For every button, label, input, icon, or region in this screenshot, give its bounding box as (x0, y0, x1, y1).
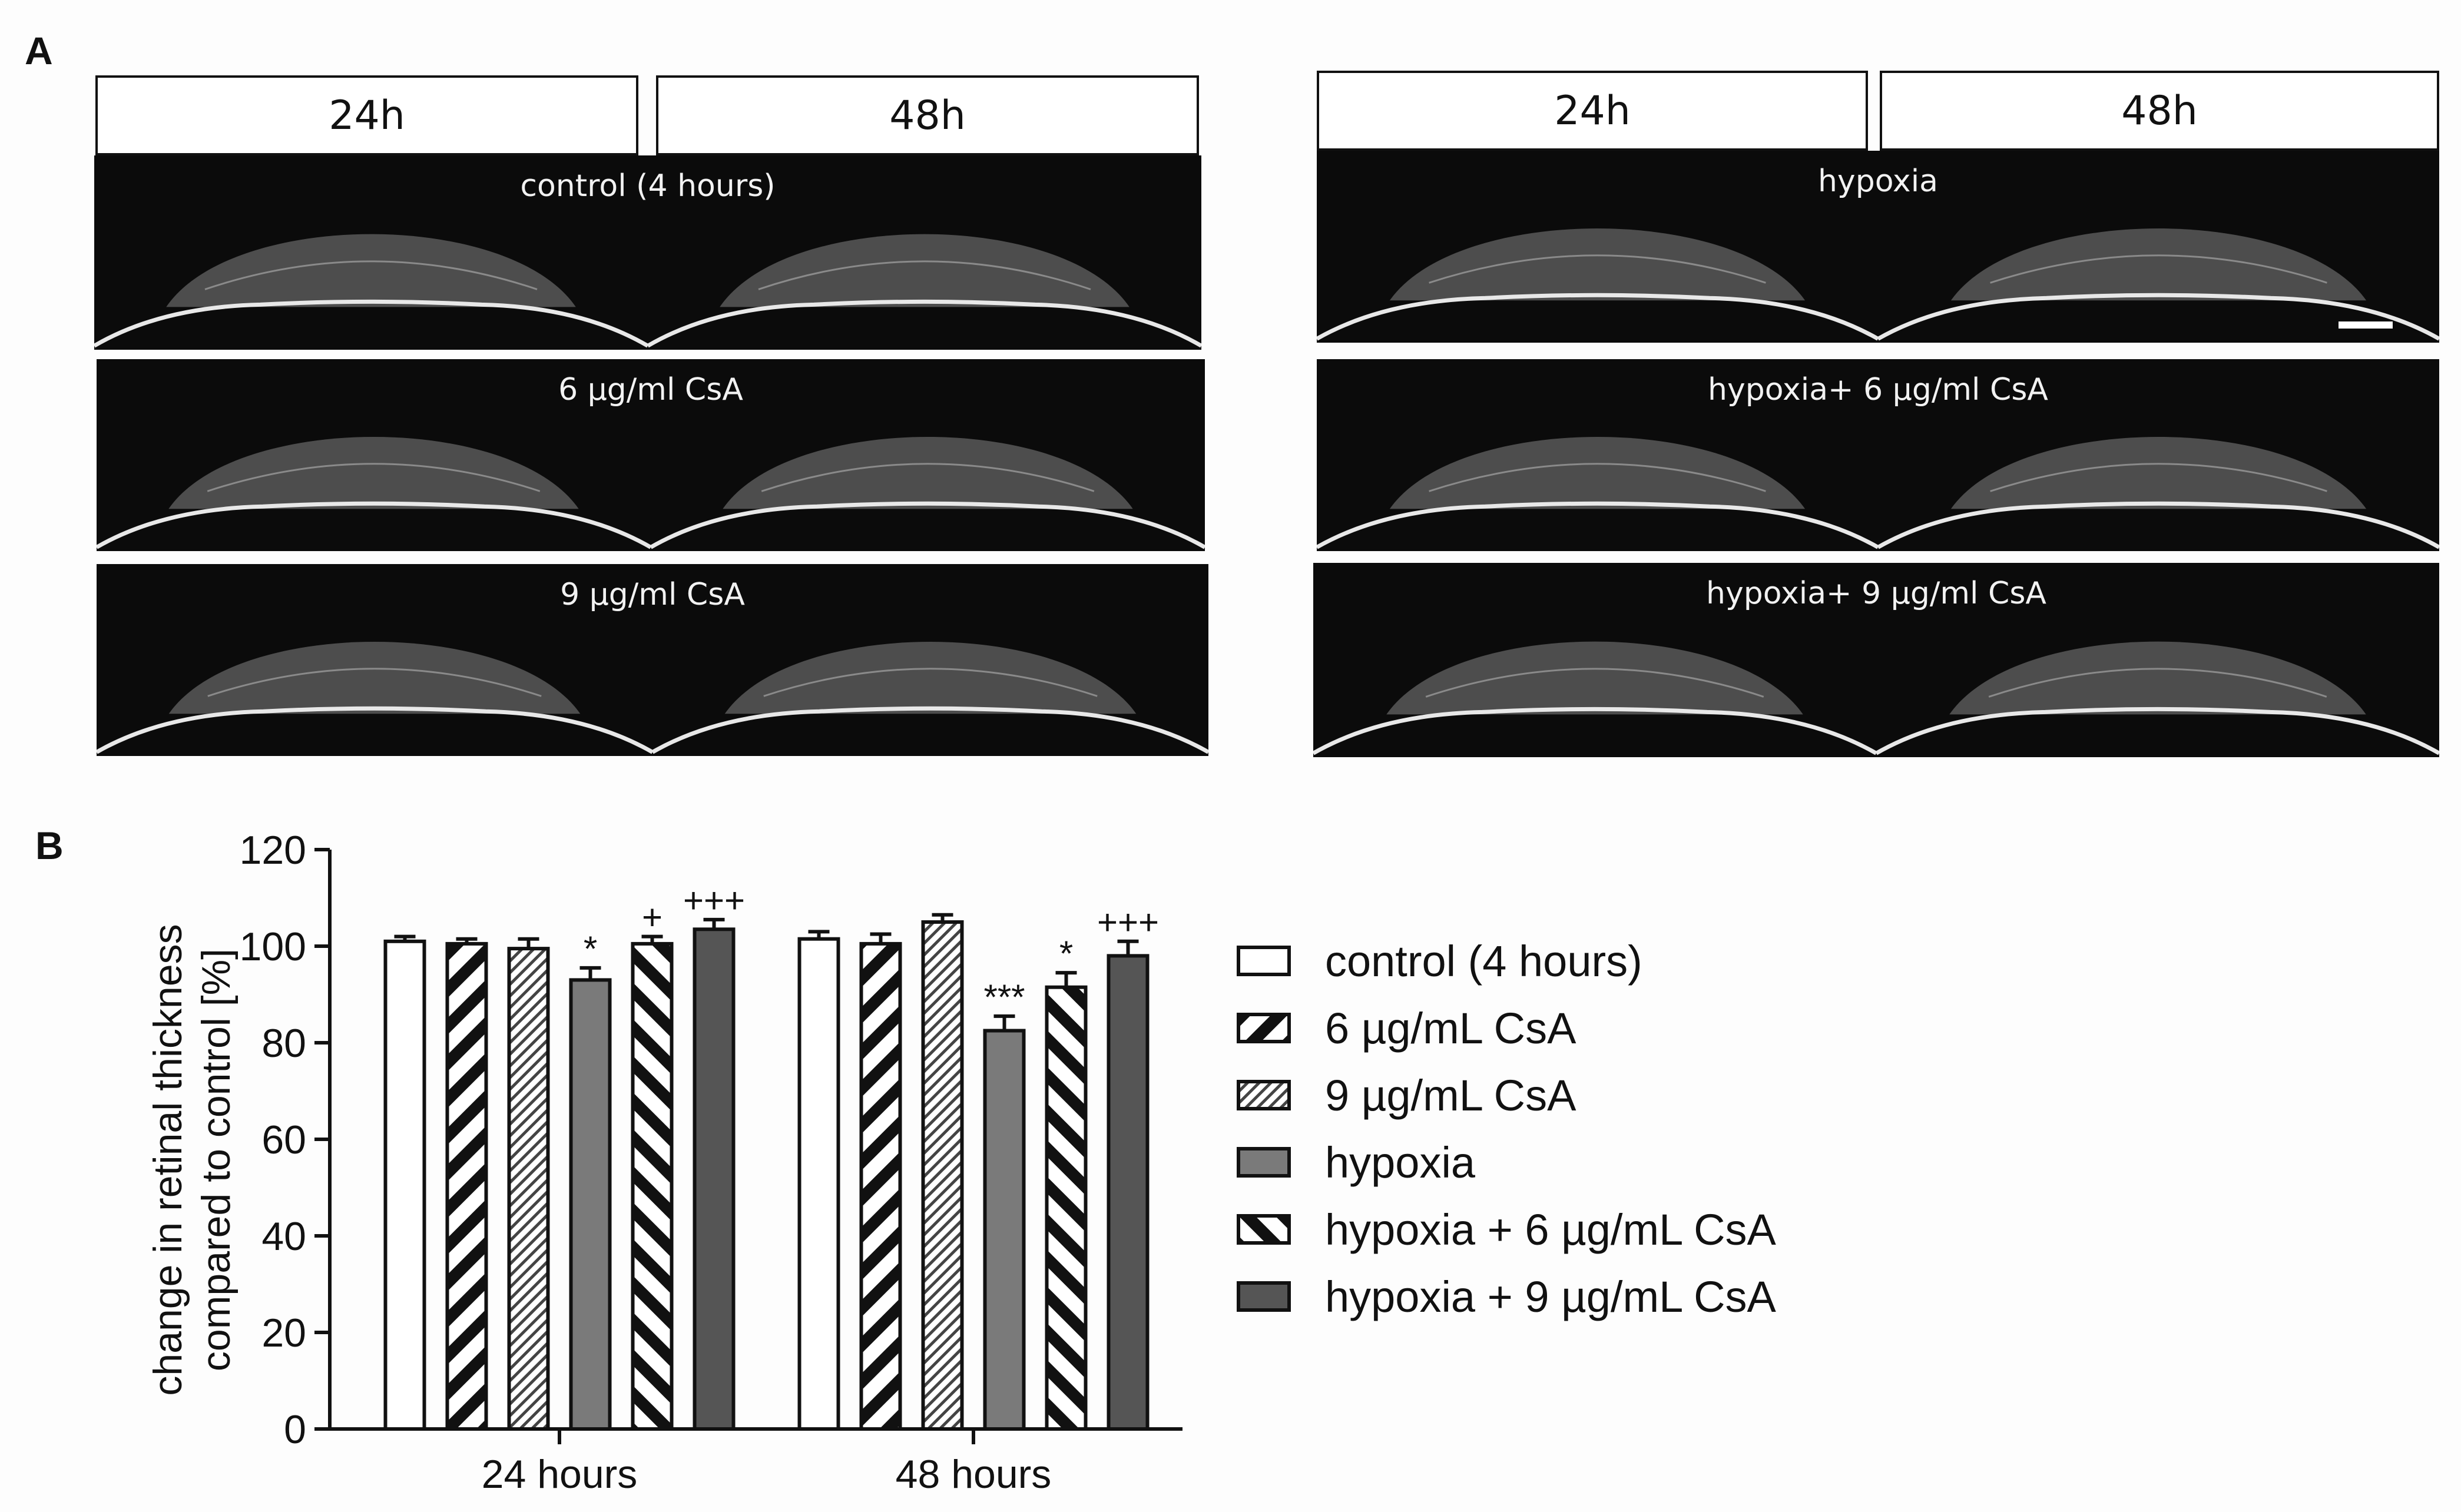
legend-item: 9 µg/mL CsA (1237, 1062, 1776, 1129)
legend-item: hypoxia + 9 µg/mL CsA (1237, 1263, 1776, 1330)
oct-image-control: control (4 hours) (94, 155, 1201, 350)
bar (797, 937, 840, 1431)
bar (569, 978, 612, 1431)
significance-label: +++ (1097, 903, 1159, 942)
oct-image-hypoxia: hypoxia (1317, 151, 2439, 343)
legend-item: hypoxia + 6 µg/mL CsA (1237, 1196, 1776, 1263)
legend-swatch (1237, 946, 1291, 976)
bar (507, 947, 550, 1431)
bar (921, 920, 964, 1431)
bar (1045, 985, 1088, 1431)
oct-scan-drawing (97, 642, 1208, 754)
legend-swatch (1237, 1147, 1291, 1178)
oct-label-control: control (4 hours) (520, 168, 776, 204)
bar (631, 941, 674, 1431)
legend-item: hypoxia (1237, 1129, 1776, 1196)
significance-label: * (1059, 934, 1073, 973)
legend-swatch-rect (1237, 1281, 1291, 1312)
legend-label: hypoxia + 9 µg/mL CsA (1325, 1272, 1776, 1321)
left-header-24h: 24h (95, 75, 638, 155)
legend-label: hypoxia (1325, 1138, 1476, 1187)
legend-label: control (4 hours) (1325, 936, 1642, 986)
bar (693, 927, 736, 1431)
legend-swatch (1237, 1013, 1291, 1043)
legend-swatch-rect (1237, 1080, 1291, 1110)
legend-swatch (1237, 1080, 1291, 1110)
y-tick-label: 100 (240, 924, 306, 969)
legend-item: 6 µg/mL CsA (1237, 994, 1776, 1062)
oct-image-6ug-csa: 6 µg/ml CsA (97, 359, 1205, 551)
oct-label-hypoxia-9ug-csa: hypoxia+ 9 µg/ml CsA (1706, 576, 2046, 611)
oct-scan-drawing (1317, 437, 2439, 549)
bar (445, 941, 488, 1431)
legend-swatch-rect (1237, 1214, 1291, 1245)
y-axis-label-line2: compared to control [%] (194, 949, 239, 1371)
oct-image-hypoxia-9ug-csa: hypoxia+ 9 µg/ml CsA (1313, 563, 2439, 757)
panel-b-label: B (35, 824, 64, 867)
oct-label-6ug-csa: 6 µg/ml CsA (558, 372, 743, 407)
y-tick-label: 0 (284, 1407, 306, 1452)
significance-label: *** (983, 977, 1025, 1017)
oct-label-9ug-csa: 9 µg/ml CsA (560, 577, 745, 612)
oct-image-hypoxia-6ug-csa: hypoxia+ 6 µg/ml CsA (1317, 359, 2439, 551)
legend-item: control (4 hours) (1237, 927, 1776, 994)
bar (1107, 954, 1150, 1431)
y-tick-label: 120 (240, 828, 306, 873)
oct-scan-drawing (1317, 228, 2439, 341)
legend-swatch-rect (1237, 1147, 1291, 1178)
oct-scan-drawing (1313, 641, 2439, 755)
legend-label: hypoxia + 6 µg/mL CsA (1325, 1205, 1776, 1254)
significance-label: * (584, 929, 597, 969)
legend-label: 9 µg/mL CsA (1325, 1070, 1576, 1120)
y-axis-label-line1: change in retinal thickness (145, 924, 190, 1395)
y-tick-label: 20 (261, 1311, 306, 1355)
bar (383, 939, 426, 1431)
scale-bar (2339, 321, 2393, 329)
oct-image-9ug-csa: 9 µg/ml CsA (97, 564, 1208, 756)
left-header-48h: 48h (656, 75, 1199, 155)
legend-swatch-rect (1237, 1013, 1291, 1043)
x-tick-label: 24 hours (482, 1452, 638, 1497)
oct-scan-drawing (94, 234, 1201, 348)
bar (859, 941, 902, 1431)
chart-legend: control (4 hours) 6 µg/mL CsA 9 µg/mL CsA h… (1237, 927, 1776, 1330)
significance-label: +++ (683, 881, 745, 920)
x-tick-label: 48 hours (896, 1452, 1052, 1497)
legend-label: 6 µg/mL CsA (1325, 1003, 1576, 1053)
oct-label-hypoxia: hypoxia (1817, 164, 1939, 199)
legend-swatch (1237, 1281, 1291, 1312)
y-tick-label: 60 (261, 1118, 306, 1162)
oct-label-hypoxia-6ug-csa: hypoxia+ 6 µg/ml CsA (1708, 372, 2048, 407)
significance-label: + (642, 898, 663, 937)
y-tick-label: 80 (261, 1021, 306, 1066)
panel-a-label: A (25, 29, 53, 72)
right-header-48h: 48h (1880, 71, 2439, 151)
right-header-24h: 24h (1317, 71, 1868, 151)
y-tick-label: 40 (261, 1214, 306, 1259)
legend-swatch (1237, 1214, 1291, 1245)
legend-swatch-rect (1237, 946, 1291, 976)
bar (983, 1029, 1026, 1431)
oct-scan-drawing (97, 437, 1205, 549)
